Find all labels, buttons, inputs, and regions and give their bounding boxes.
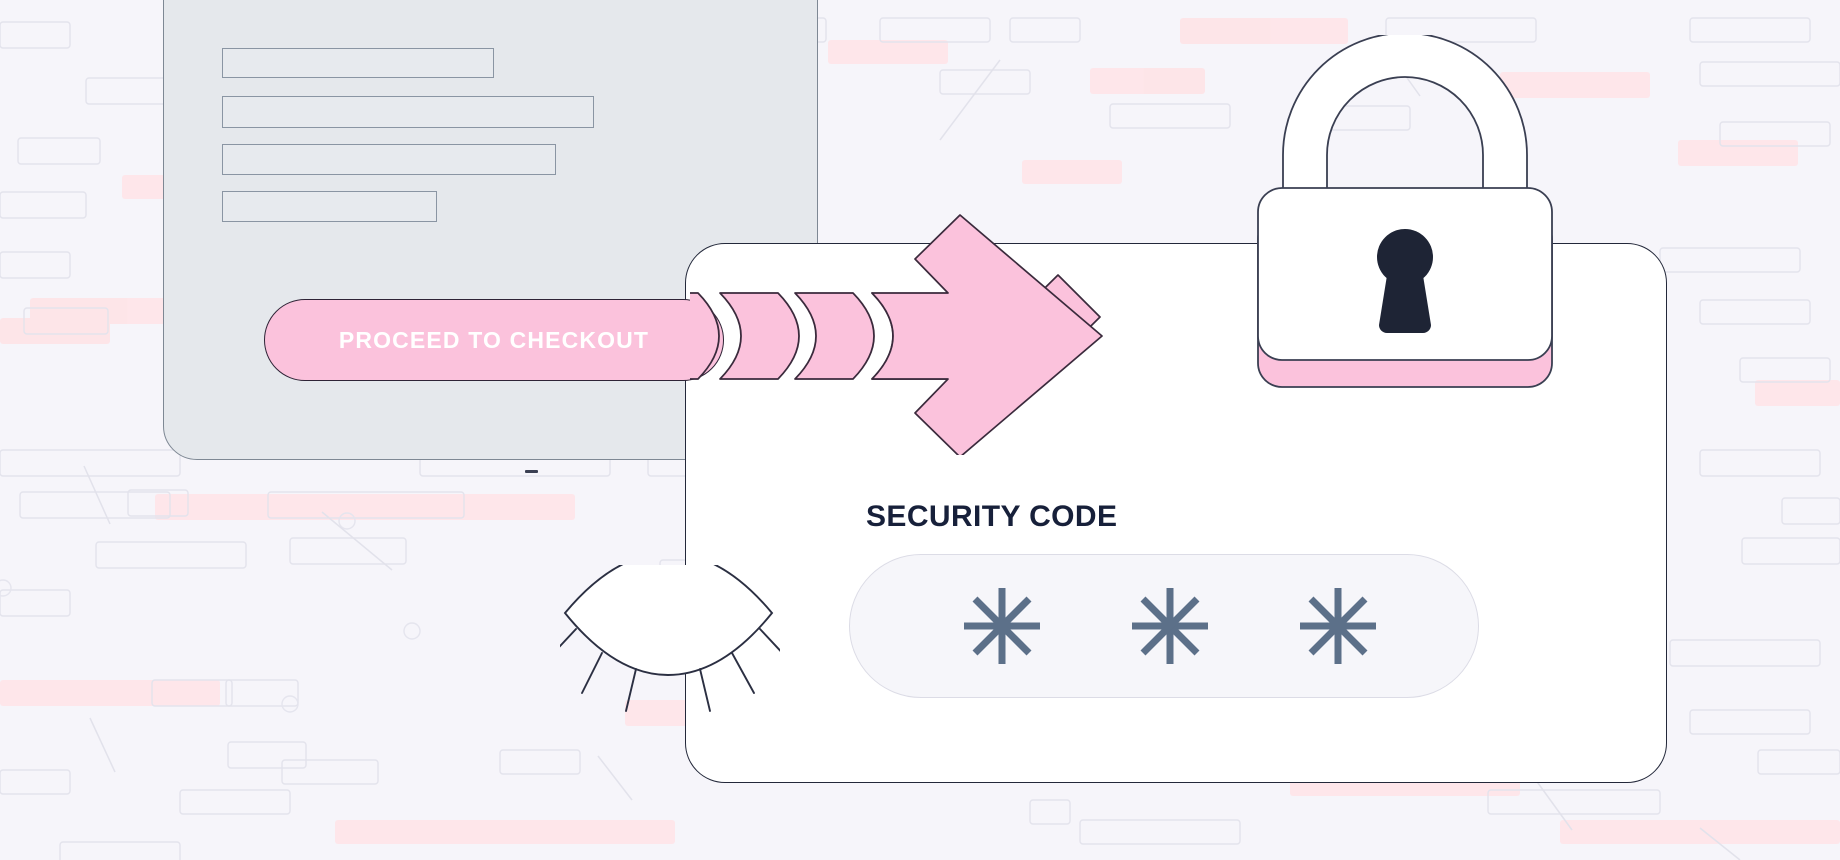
form-field-2[interactable] — [222, 96, 594, 128]
arrow-trail-2 — [719, 292, 800, 380]
arrow-trail-3 — [794, 292, 875, 380]
asterisk-icon — [1300, 588, 1376, 664]
security-code-masked-value — [960, 584, 1380, 668]
form-field-3[interactable] — [222, 144, 556, 175]
padlock-icon — [1257, 35, 1553, 388]
arrow-trail-1 — [690, 292, 720, 380]
padlock-shackle — [1282, 35, 1528, 236]
form-field-1[interactable] — [222, 48, 494, 78]
eye-outline — [563, 565, 774, 676]
security-code-input[interactable] — [849, 554, 1479, 698]
perspective-line-3 — [525, 470, 538, 473]
forward-arrow — [690, 214, 1103, 455]
arrow-body — [871, 214, 1103, 455]
form-field-4[interactable] — [222, 191, 437, 222]
proceed-to-checkout-button[interactable]: PROCEED TO CHECKOUT — [264, 299, 724, 381]
eye-icon — [560, 565, 780, 712]
padlock-keyhole — [1377, 229, 1433, 333]
proceed-to-checkout-label: PROCEED TO CHECKOUT — [338, 326, 650, 353]
asterisk-icon — [964, 588, 1040, 664]
security-code-title: SECURITY CODE — [866, 500, 1118, 533]
asterisk-icon — [1132, 588, 1208, 664]
